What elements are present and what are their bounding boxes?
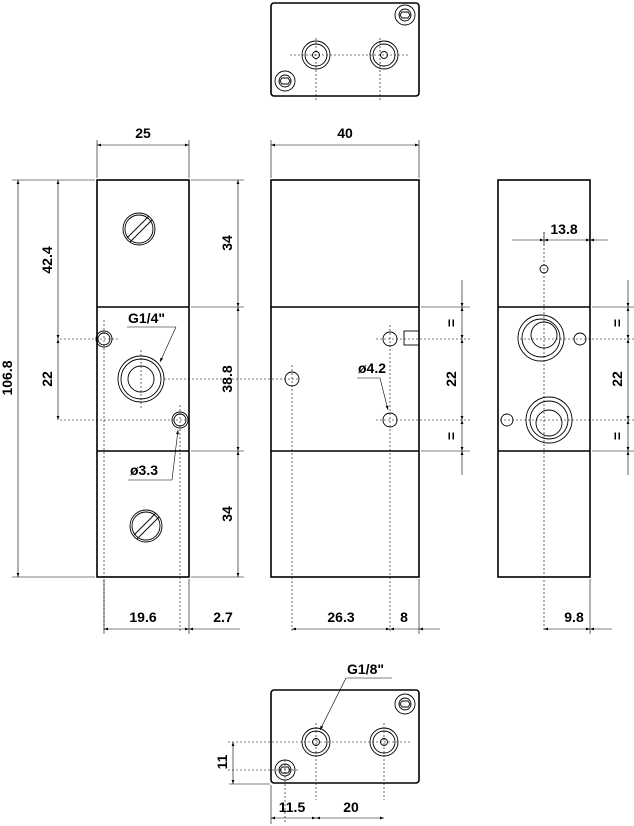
dimension-label: 34 bbox=[219, 235, 235, 251]
side-view bbox=[270, 179, 470, 632]
hole-callout: ø4.2 bbox=[358, 360, 386, 376]
mount-hole-icon bbox=[500, 413, 514, 427]
screw-head-icon bbox=[274, 70, 296, 92]
dimension-label: 20 bbox=[343, 799, 359, 815]
screw-head-icon bbox=[274, 759, 296, 781]
dimension-label: 22 bbox=[39, 371, 55, 387]
front-dimensions: 25 106.8 42.4 22 34 38.8 34 19.6 2.7 G1/… bbox=[0, 125, 298, 634]
dimension-label: = bbox=[609, 432, 625, 440]
dimension-label: 22 bbox=[443, 371, 459, 387]
bottom-dimensions: 11 11.5 20 G1/8" bbox=[214, 661, 392, 824]
dimension-label: 8 bbox=[400, 609, 408, 625]
dimension-label: = bbox=[443, 432, 459, 440]
top-view bbox=[270, 2, 420, 100]
dimension-label: 11 bbox=[214, 754, 230, 769]
dimension-label: 13.8 bbox=[550, 221, 577, 237]
bottom-view bbox=[228, 689, 420, 822]
port-callout: G1/8" bbox=[347, 661, 384, 677]
port-callout: G1/4" bbox=[128, 310, 165, 326]
dimension-label: 106.8 bbox=[0, 360, 15, 395]
dimension-label: 40 bbox=[337, 125, 353, 141]
dimension-label: = bbox=[443, 319, 459, 327]
front-view bbox=[60, 179, 190, 632]
dimension-label: 25 bbox=[135, 125, 151, 141]
hole-callout: ø3.3 bbox=[130, 462, 158, 478]
dimension-label: 38.8 bbox=[219, 365, 235, 392]
dimension-label: 26.3 bbox=[327, 609, 354, 625]
dimension-label: = bbox=[609, 319, 625, 327]
screw-head-icon bbox=[394, 693, 416, 715]
port-icon bbox=[517, 314, 565, 362]
dimension-label: 22 bbox=[609, 371, 625, 387]
slotted-screw-icon bbox=[129, 509, 163, 543]
dimension-label: 19.6 bbox=[129, 609, 156, 625]
dimension-label: 2.7 bbox=[213, 609, 233, 625]
dimension-label: 11.5 bbox=[279, 799, 306, 815]
dimension-label: 34 bbox=[219, 506, 235, 522]
end-dimensions: 13.8 = 22 = 9.8 bbox=[512, 221, 634, 634]
slotted-screw-icon bbox=[122, 212, 156, 246]
dimension-label: 42.4 bbox=[39, 246, 55, 273]
side-dimensions: 40 = 22 = 26.3 8 ø4.2 bbox=[270, 125, 470, 634]
end-view bbox=[497, 179, 634, 632]
screw-head-icon bbox=[394, 4, 416, 26]
dimension-label: 9.8 bbox=[564, 609, 584, 625]
